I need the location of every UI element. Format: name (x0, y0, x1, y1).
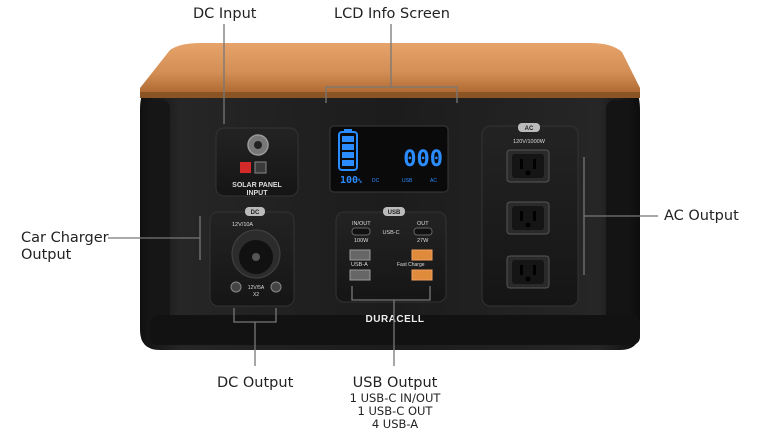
usb-output-detail-3: 4 USB-A (371, 417, 419, 431)
usb-in-out-label: IN/OUT (352, 221, 371, 227)
lcd-info-screen-callout: LCD Info Screen (334, 6, 450, 22)
usb-a-fast-port-2 (411, 269, 433, 281)
lcd-indicator-usb: USB (402, 178, 413, 184)
car-socket-rating: 12V/10A (232, 222, 253, 228)
usb-out-label: OUT (417, 221, 429, 227)
usb-a-fast-port-1 (411, 249, 433, 261)
ac-output-leader (583, 157, 658, 275)
dc-output-leader (233, 308, 277, 366)
usb-badge-text: USB (388, 210, 401, 216)
usb-output-callout: USB Output 1 USB-C IN/OUT 1 USB-C OUT 4 … (343, 375, 447, 431)
solar-input-red-port (240, 162, 251, 173)
lcd-output-watts: 000 (403, 147, 443, 172)
dc-badge (245, 207, 265, 216)
usb-c-label: USB-C (382, 230, 399, 236)
ac-badge-text: AC (525, 126, 534, 132)
barrel-rating-line1: 12V/5A (248, 285, 265, 291)
car-charger-output-callout: Car Charger Output (21, 230, 109, 264)
usb-a-port-2 (349, 269, 371, 281)
leader-lines (108, 24, 658, 366)
car-charger-output-line1: Car Charger (21, 230, 109, 246)
car-charger-socket-pin (252, 253, 260, 261)
usb-output-title: USB Output (352, 375, 438, 391)
solar-panel-label-line1: SOLAR PANEL (232, 182, 282, 189)
usb-c-in-out-port (351, 227, 371, 236)
battery-icon (338, 129, 358, 171)
ac-outlet-2 (506, 201, 550, 235)
lcd-battery-percent: 100% (340, 175, 362, 186)
barrel-rating-line2: X2 (253, 292, 259, 298)
lcd-indicator-dc: DC (372, 178, 380, 184)
ac-output-callout: AC Output (664, 208, 739, 224)
dc-input-callout: DC Input (193, 6, 257, 22)
solar-panel-label-line2: INPUT (247, 190, 269, 197)
dc-barrel-port-right (270, 281, 282, 293)
left-handle-groove (150, 100, 170, 330)
car-charger-leader (108, 216, 201, 260)
dc-output-callout: DC Output (217, 375, 294, 391)
usb-c-out-port (413, 227, 433, 236)
dc-badge-text: DC (251, 210, 260, 216)
usb-output-leader (351, 286, 431, 366)
usb-output-detail-1: 1 USB-C IN/OUT (349, 391, 441, 405)
lid-edge (140, 92, 640, 98)
ac-badge (518, 123, 540, 132)
dc-input-port-center (254, 141, 262, 149)
solar-input-black-port (254, 161, 267, 174)
usb-output-detail-2: 1 USB-C OUT (357, 404, 433, 418)
dc-barrel-port-left (230, 281, 242, 293)
usb-badge (383, 207, 405, 216)
ac-outlet-1 (506, 149, 550, 183)
usb-a-port-1 (349, 249, 371, 261)
usb-a-label: USB-A (351, 262, 368, 268)
device-lid (140, 43, 640, 96)
lcd-screen (329, 125, 449, 193)
lcd-leader (325, 24, 458, 103)
usb-c-right-watts: 27W (417, 238, 429, 244)
lcd-indicator-ac: AC (430, 178, 437, 184)
car-charger-output-line2: Output (21, 247, 72, 263)
fast-charge-label: Fast Charge (397, 262, 425, 268)
ac-rating: 120V/1000W (513, 139, 546, 145)
ac-outlet-3 (506, 255, 550, 289)
usb-c-left-watts: 100W (354, 238, 369, 244)
brand-logo: DURACELL (366, 314, 425, 325)
right-handle-groove (606, 100, 630, 330)
